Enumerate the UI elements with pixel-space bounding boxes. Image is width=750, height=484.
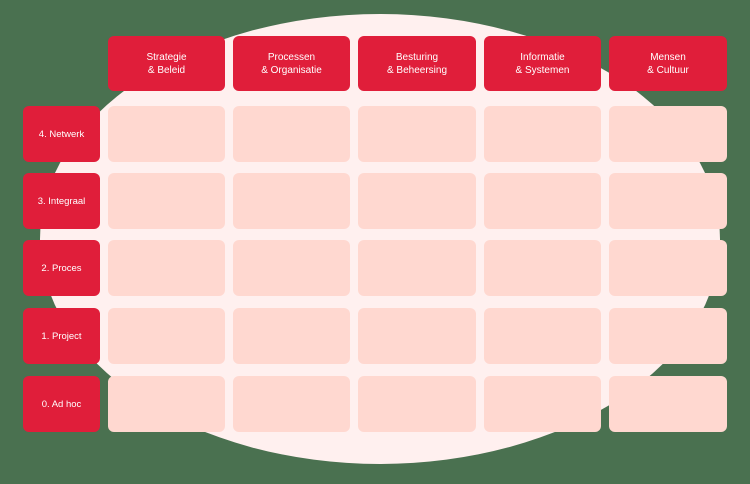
matrix-cell [233, 106, 350, 162]
matrix-cell [358, 173, 476, 229]
matrix-cell [484, 240, 601, 296]
matrix-cell [233, 173, 350, 229]
matrix-cell [233, 376, 350, 432]
matrix-cell [233, 308, 350, 364]
matrix-cell [484, 376, 601, 432]
matrix-cell [108, 376, 225, 432]
matrix-cell [484, 173, 601, 229]
column-header: Processen& Organisatie [233, 36, 350, 91]
column-header-line1: Processen [267, 51, 316, 63]
matrix-cell [358, 376, 476, 432]
row-label: 3. Integraal [23, 173, 100, 229]
row-label: 0. Ad hoc [23, 376, 100, 432]
matrix-cell [108, 308, 225, 364]
matrix-cell [108, 173, 225, 229]
row-label: 2. Proces [23, 240, 100, 296]
column-header-line1: Strategie [146, 51, 187, 63]
matrix-cell [609, 376, 727, 432]
column-header-line2: & Beleid [147, 64, 186, 76]
column-header-line2: & Cultuur [647, 64, 689, 76]
column-header-line1: Informatie [520, 51, 565, 63]
column-header-line2: & Beheersing [386, 64, 448, 76]
column-header: Mensen& Cultuur [609, 36, 727, 91]
column-header: Informatie& Systemen [484, 36, 601, 91]
matrix-cell [484, 308, 601, 364]
row-label: 1. Project [23, 308, 100, 364]
row-label: 4. Netwerk [23, 106, 100, 162]
matrix-cell [609, 173, 727, 229]
column-header-line1: Mensen [650, 51, 686, 63]
matrix-cell [233, 240, 350, 296]
matrix-cell [358, 106, 476, 162]
matrix-cell [609, 308, 727, 364]
matrix-cell [108, 106, 225, 162]
matrix-cell [108, 240, 225, 296]
matrix-cell [358, 240, 476, 296]
column-header-line1: Besturing [395, 51, 439, 63]
matrix-cell [609, 240, 727, 296]
column-header: Besturing& Beheersing [358, 36, 476, 91]
matrix-cell [358, 308, 476, 364]
column-header: Strategie& Beleid [108, 36, 225, 91]
column-header-line2: & Organisatie [261, 64, 322, 76]
column-header-line2: & Systemen [515, 64, 570, 76]
matrix-cell [484, 106, 601, 162]
matrix-cell [609, 106, 727, 162]
